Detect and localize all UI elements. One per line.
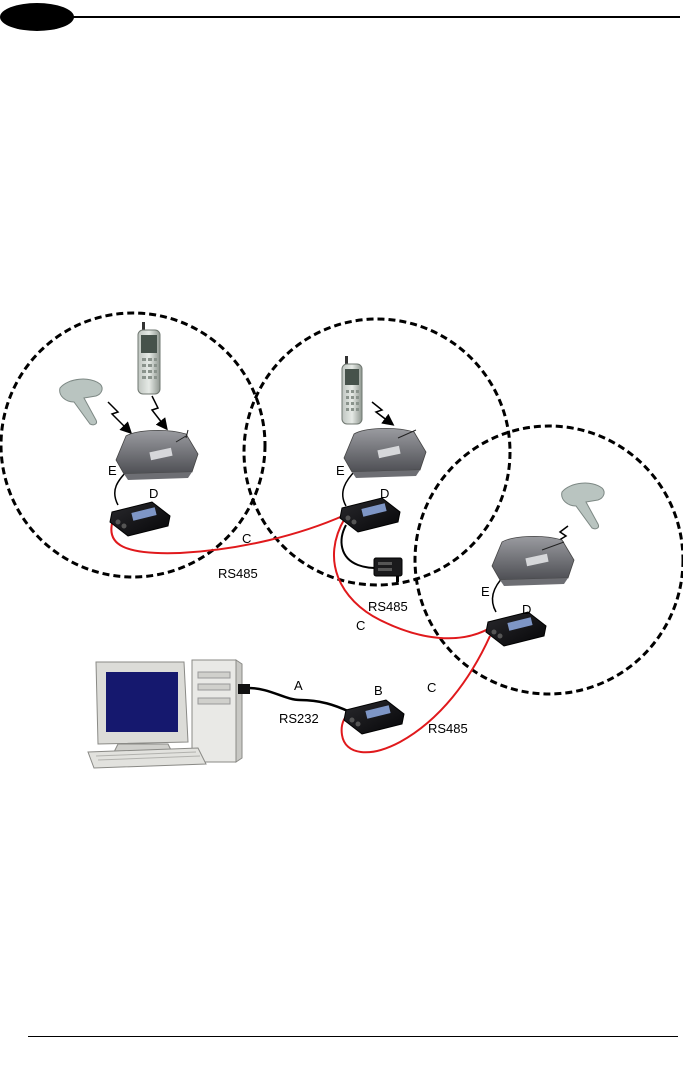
base-station-icon [116,430,198,480]
label-rs232: RS232 [279,711,319,726]
mobile-terminal-icon [342,356,362,424]
power-adapter-icon [374,558,402,582]
label-b: B [374,683,383,698]
wireless-signal-icon [372,402,392,424]
base-station-icon [492,536,574,586]
label-e-1: E [108,463,117,478]
base-station-icon [344,428,426,478]
network-diagram: E D C RS485 E D RS485 C E D A RS232 B C … [0,300,683,770]
label-a: A [294,678,303,693]
label-e-2: E [336,463,345,478]
label-e-3: E [481,584,490,599]
converter-box-icon [340,498,400,532]
converter-box-icon [110,502,170,536]
label-c-3: C [427,680,436,695]
header-rule [40,16,680,18]
converter-box-icon [344,700,404,734]
wireless-signal-icon [152,396,166,428]
wireless-signal-icon [108,402,130,432]
handheld-scanner-icon [60,379,102,425]
footer-rule [28,1036,678,1037]
handheld-scanner-icon [562,483,604,529]
label-d-2: D [380,486,389,501]
label-d-3: D [522,602,531,617]
converter-box-icon [486,612,546,646]
desktop-computer-icon [88,660,250,768]
mobile-terminal-icon [138,322,160,394]
label-d-1: D [149,486,158,501]
label-rs485-2: RS485 [368,599,408,614]
label-rs485-3: RS485 [428,721,468,736]
label-c-2: C [356,618,365,633]
label-rs485-1: RS485 [218,566,258,581]
cable-e-2 [343,470,356,506]
label-c-1: C [242,531,251,546]
